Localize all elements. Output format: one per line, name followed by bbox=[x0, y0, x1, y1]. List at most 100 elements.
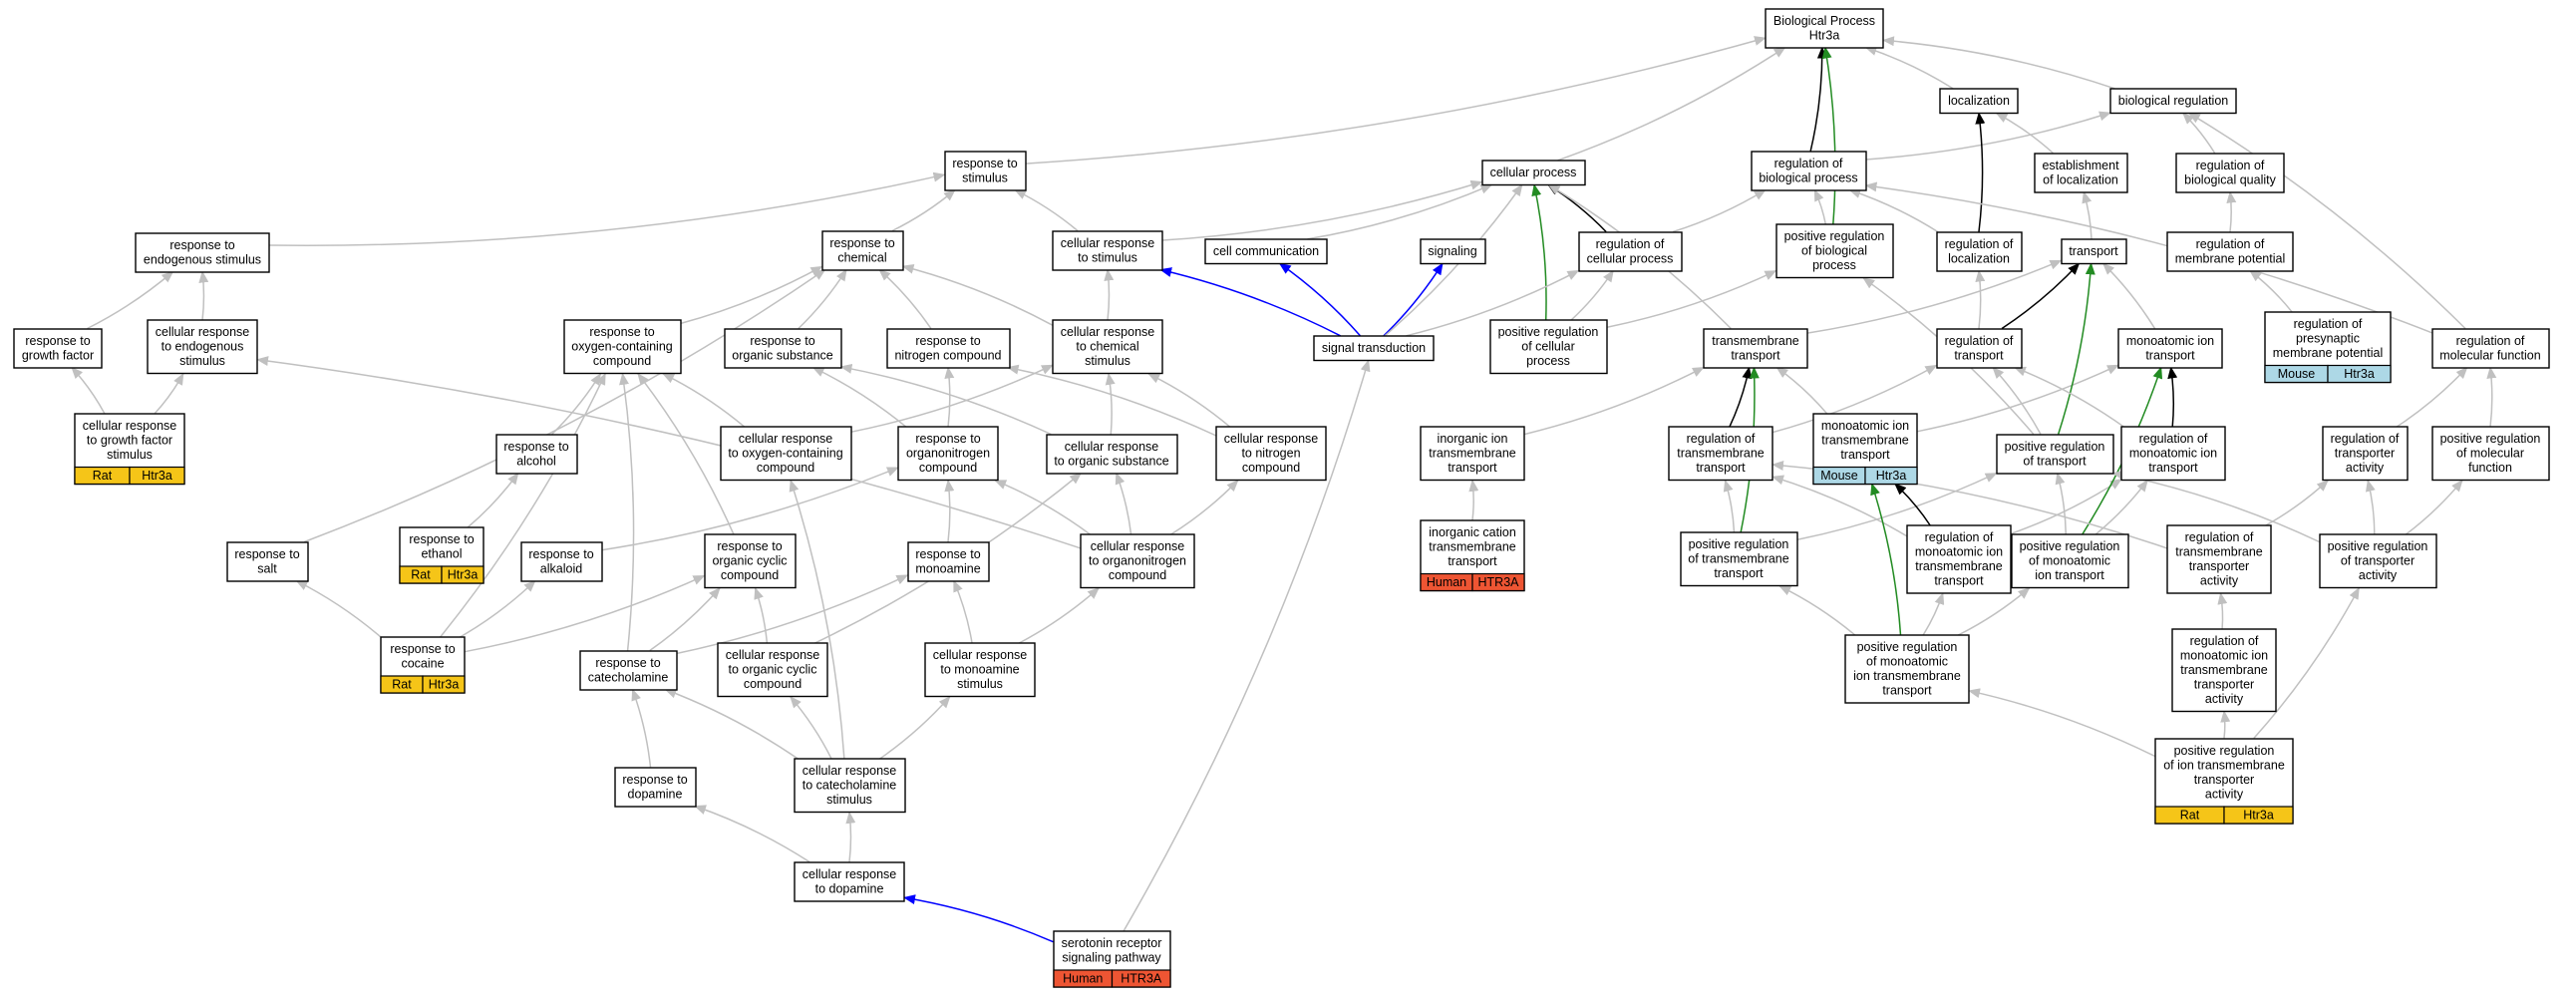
go-term-monoatomic-ion-transmembrane-transport[interactable]: monoatomic iontransmembranetransportMous… bbox=[1812, 413, 1918, 486]
term-label-line: response to bbox=[622, 773, 687, 787]
term-box bbox=[2175, 153, 2285, 193]
term-label-line: cell communication bbox=[1213, 244, 1319, 258]
edge-is-a bbox=[1123, 359, 1371, 932]
go-term-inorganic-cation-transmembrane-transport[interactable]: inorganic cationtransmembranetransportHu… bbox=[1420, 519, 1525, 592]
go-term-cellular-process[interactable]: cellular process bbox=[1481, 160, 1586, 186]
edge-is-a bbox=[1771, 475, 1908, 537]
term-label-line: regulation of bbox=[1687, 432, 1756, 446]
edge-is-a bbox=[944, 366, 955, 428]
term-label-line: regulation of bbox=[1945, 237, 2014, 251]
go-term-signaling[interactable]: signaling bbox=[1420, 238, 1486, 265]
term-box bbox=[1578, 231, 1683, 272]
go-term-signal-transduction[interactable]: signal transduction bbox=[1313, 335, 1435, 362]
term-label-line: of cellular bbox=[1521, 340, 1575, 354]
term-label-line: of biological bbox=[1801, 244, 1867, 258]
go-term-biological-regulation[interactable]: biological regulation bbox=[2109, 88, 2237, 115]
go-term-transport[interactable]: transport bbox=[2061, 238, 2127, 265]
term-label-line: regulation of bbox=[1596, 237, 1665, 251]
term-label-line: transporter bbox=[2194, 678, 2254, 692]
edge-is-a bbox=[1307, 183, 1493, 240]
edge-is-a bbox=[839, 363, 1052, 436]
gene-badge-bg bbox=[1471, 572, 1525, 592]
gene-badge: HTR3A bbox=[1121, 972, 1162, 986]
term-box bbox=[2011, 533, 2129, 589]
species-badge: Rat bbox=[93, 469, 113, 483]
term-label-line: monoatomic ion bbox=[2180, 649, 2268, 663]
gene-badge: Htr3a bbox=[429, 678, 460, 692]
term-box bbox=[1215, 426, 1327, 482]
go-term-localization[interactable]: localization bbox=[1939, 88, 2019, 115]
go-term-cell-communication[interactable]: cell communication bbox=[1204, 238, 1328, 265]
term-label-line: chemical bbox=[837, 251, 886, 265]
term-label-line: compound bbox=[721, 568, 779, 582]
go-term-regulation-of-transmembrane-transporter-activity[interactable]: regulation oftransmembranetransporteract… bbox=[2166, 524, 2272, 594]
term-label-line: positive regulation bbox=[2328, 539, 2428, 553]
edge-is-a bbox=[878, 268, 932, 329]
term-label-line: cellular response bbox=[933, 648, 1028, 662]
edge-is-a bbox=[1882, 36, 2115, 90]
edge-is-a bbox=[1775, 366, 1828, 415]
edge-is-a bbox=[1105, 372, 1116, 435]
edge-is-a bbox=[1922, 592, 1945, 636]
term-label-line: stimulus bbox=[957, 677, 1003, 691]
edge-is-a bbox=[2365, 479, 2376, 535]
